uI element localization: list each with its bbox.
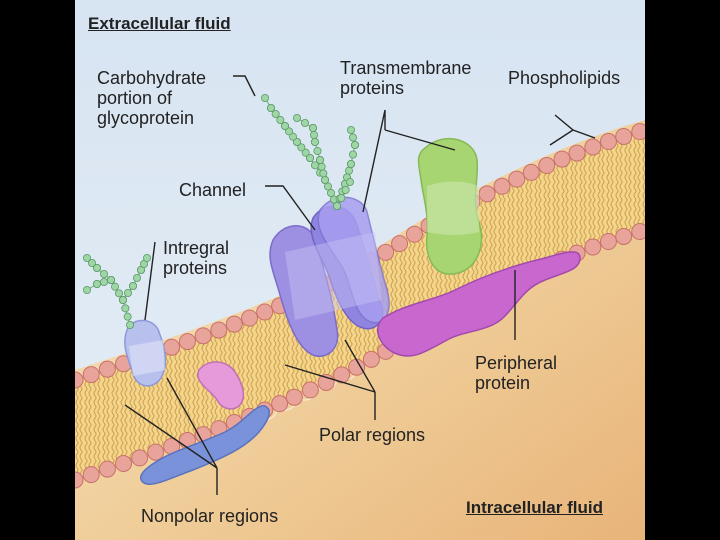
sugar-residue xyxy=(143,254,150,261)
transmembrane-label: Transmembrane proteins xyxy=(340,58,471,98)
extracellular-label: Extracellular fluid xyxy=(88,14,231,34)
sugar-residue xyxy=(324,183,331,190)
phospholipid-head xyxy=(211,322,227,338)
sugar-residue xyxy=(309,124,316,131)
sugar-residue xyxy=(351,141,358,148)
phospholipid-head xyxy=(600,234,616,250)
phospholipid-head xyxy=(272,396,288,412)
phospholipid-head xyxy=(257,304,273,320)
phospholipid-head xyxy=(585,239,601,255)
sugar-residue xyxy=(333,202,340,209)
phospholipid-head xyxy=(494,178,510,194)
sugar-residue xyxy=(124,289,131,296)
phospholipid-head xyxy=(99,361,115,377)
sugar-residue xyxy=(338,194,345,201)
sugar-residue xyxy=(83,254,90,261)
phospholipid-head xyxy=(479,186,495,202)
phospholipid-head xyxy=(116,456,132,472)
phospholipid-head xyxy=(523,164,539,180)
sugar-residue xyxy=(347,126,354,133)
sugar-residue xyxy=(347,160,354,167)
sugar-residue xyxy=(311,138,318,145)
sugar-residue xyxy=(119,296,126,303)
phospholipid-head xyxy=(179,334,195,350)
phospholipid-head xyxy=(349,359,365,375)
phospholipid-head xyxy=(286,389,302,405)
phospholipid-head xyxy=(632,124,645,140)
sugar-residue xyxy=(316,156,323,163)
sugar-residue xyxy=(100,270,107,277)
phospholipid-head xyxy=(616,228,632,244)
polar-regions-label: Polar regions xyxy=(319,425,425,445)
sugar-residue xyxy=(293,114,300,121)
intracellular-label: Intracellular fluid xyxy=(466,498,603,518)
carbohydrate-label: Carbohydrate portion of glycoprotein xyxy=(97,68,206,128)
sugar-residue xyxy=(314,147,321,154)
phospholipid-head xyxy=(164,339,180,355)
sugar-residue xyxy=(320,170,327,177)
sugar-residue xyxy=(342,186,349,193)
sugar-residue xyxy=(133,274,140,281)
sugar-residue xyxy=(277,116,284,123)
phospholipid-head xyxy=(632,224,645,240)
sugar-residue xyxy=(281,122,288,129)
sugar-residue xyxy=(345,167,352,174)
nonpolar-regions-label: Nonpolar regions xyxy=(141,506,278,526)
sugar-residue xyxy=(301,119,308,126)
sugar-residue xyxy=(321,176,328,183)
cell-membrane-figure: Extracellular fluid Carbohydrate portion… xyxy=(75,0,645,540)
phospholipid-head xyxy=(616,128,632,144)
channel-label: Channel xyxy=(179,180,246,200)
phospholipid-head xyxy=(509,171,525,187)
phospholipid-head xyxy=(83,367,99,383)
phospholipid-head xyxy=(148,444,164,460)
phospholipid-head xyxy=(195,328,211,344)
sugar-residue xyxy=(349,151,356,158)
sugar-residue xyxy=(272,110,279,117)
sugar-residue xyxy=(318,163,325,170)
peripheral-protein-label: Peripheral protein xyxy=(475,353,557,393)
sugar-residue xyxy=(126,321,133,328)
phospholipid-head xyxy=(569,145,585,161)
phospholipid-head xyxy=(242,310,258,326)
phospholipid-head xyxy=(302,382,318,398)
phospholipid-head xyxy=(226,316,242,332)
sugar-residue xyxy=(310,131,317,138)
sugar-residue xyxy=(100,278,107,285)
phospholipids-label: Phospholipids xyxy=(508,68,620,88)
phospholipid-head xyxy=(539,158,555,174)
phospholipid-head xyxy=(363,351,379,367)
phospholipid-head xyxy=(83,467,99,483)
phospholipid-head xyxy=(406,226,422,242)
sugar-residue xyxy=(129,282,136,289)
sugar-residue xyxy=(124,313,131,320)
phospholipid-head xyxy=(392,236,408,252)
sugar-residue xyxy=(349,134,356,141)
sugar-residue xyxy=(327,189,334,196)
phospholipid-head xyxy=(99,461,115,477)
sugar-residue xyxy=(115,290,122,297)
sugar-residue xyxy=(107,276,114,283)
sugar-residue xyxy=(346,178,353,185)
phospholipid-head xyxy=(378,244,394,260)
sugar-residue xyxy=(267,104,274,111)
sugar-residue xyxy=(122,305,129,312)
sugar-residue xyxy=(83,286,90,293)
phospholipid-head xyxy=(600,134,616,150)
sugar-residue xyxy=(93,280,100,287)
phospholipid-head xyxy=(554,151,570,167)
sugar-residue xyxy=(111,283,118,290)
phospholipid-head xyxy=(132,450,148,466)
phospholipid-head xyxy=(585,139,601,155)
integral-proteins-label: Intregral proteins xyxy=(163,238,229,278)
sugar-residue xyxy=(261,94,268,101)
